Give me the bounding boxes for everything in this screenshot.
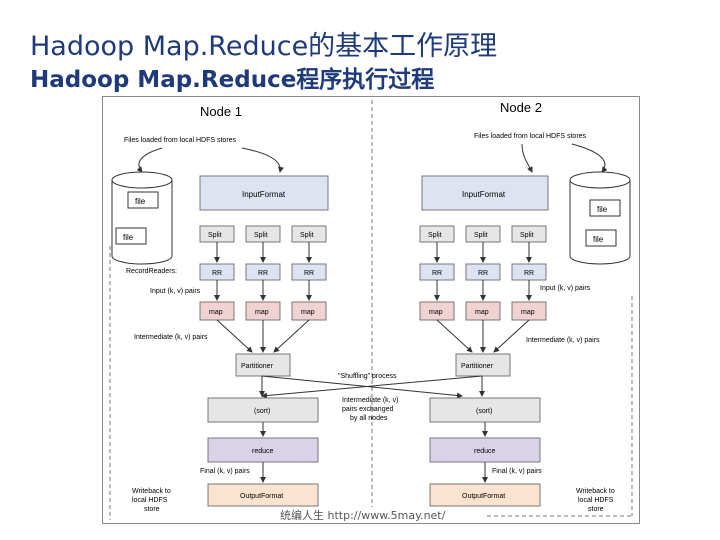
writeback-node1-3: store	[144, 506, 160, 513]
file-label-node2-a: file	[597, 205, 608, 214]
sort-label-node2: (sort)	[476, 408, 492, 415]
final-pairs-node1: Final (k, v) pairs	[200, 468, 250, 475]
map-label-node2-2: map	[475, 309, 489, 316]
exchange-label-2: pairs exchanged	[342, 406, 393, 413]
writeback-node1-2: local HDFS	[132, 497, 168, 504]
node1-label: Node 1	[200, 104, 242, 119]
writeback-node2-2: local HDFS	[578, 497, 614, 504]
file-label-node1-b: file	[123, 233, 134, 242]
slide-title: Hadoop Map.Reduce的基本工作原理	[30, 31, 498, 62]
watermark: 统编人生 http://www.5may.net/	[278, 507, 448, 523]
reduce-label-node1: reduce	[252, 448, 274, 455]
outputformat-node1	[207, 483, 319, 507]
map-label-node2-1: map	[429, 309, 443, 316]
split-label-node1-3: Split	[300, 232, 314, 239]
intermediate-pairs-node2: Intermediate (k, v) pairs	[526, 337, 600, 344]
outputformat-node2	[429, 483, 541, 507]
sort-node2	[429, 397, 541, 423]
rr-label-node1-1: RR	[212, 270, 222, 277]
reduce-label-node2: reduce	[474, 448, 496, 455]
exchange-label-3: by all nodes	[350, 415, 388, 422]
sort-label-node1: (sort)	[254, 408, 270, 415]
recordreaders-label: RecordReaders:	[126, 268, 177, 275]
sort-node1	[207, 397, 319, 423]
hdfs-store-node2	[569, 171, 631, 265]
node2-label: Node 2	[500, 100, 542, 115]
inputformat-node2	[421, 175, 549, 211]
files-loaded-node1: Files loaded from local HDFS stores	[124, 137, 237, 144]
rr-label-node2-1: RR	[432, 270, 442, 277]
split-label-node2-1: Split	[428, 232, 442, 239]
partitioner-label-node1: Partitioner	[241, 363, 274, 370]
final-pairs-node2: Final (k, v) pairs	[492, 468, 542, 475]
file-node1-b	[115, 227, 147, 245]
writeback-node2-1: Writeback to	[576, 488, 615, 495]
file-node1-a	[127, 191, 159, 209]
inputformat-label-node1: InputFormat	[242, 190, 286, 199]
rr-label-node2-2: RR	[478, 270, 488, 277]
files-loaded-node2: Files loaded from local HDFS stores	[474, 133, 587, 140]
hdfs-store-node1	[111, 171, 173, 265]
rr-label-node1-2: RR	[258, 270, 268, 277]
reduce-node2	[429, 437, 541, 463]
split-label-node2-3: Split	[520, 232, 534, 239]
input-pairs-node2: Input (k, v) pairs	[540, 285, 591, 292]
writeback-node2-3: store	[588, 506, 604, 513]
map-label-node1-2: map	[255, 309, 269, 316]
file-label-node1-a: file	[135, 197, 146, 206]
inputformat-label-node2: InputFormat	[462, 190, 506, 199]
outputformat-label-node2: OutputFormat	[462, 493, 505, 500]
slide-subtitle: Hadoop Map.Reduce程序执行过程	[30, 67, 435, 93]
partitioner-node2	[455, 353, 511, 377]
file-label-node2-b: file	[593, 235, 604, 244]
inputformat-node1	[199, 175, 329, 211]
split-label-node1-2: Split	[254, 232, 268, 239]
map-label-node1-3: map	[301, 309, 315, 316]
partitioner-label-node2: Partitioner	[461, 363, 494, 370]
map-label-node2-3: map	[521, 309, 535, 316]
outputformat-label-node1: OutputFormat	[240, 493, 283, 500]
rr-label-node2-3: RR	[524, 270, 534, 277]
reduce-node1	[207, 437, 319, 463]
intermediate-pairs-node1: Intermediate (k, v) pairs	[134, 334, 208, 341]
input-pairs-node1: Input (k, v) pairs	[150, 288, 201, 295]
exchange-label-1: Intermediate (k, v)	[342, 397, 398, 404]
file-node2-b	[585, 229, 617, 247]
split-label-node1-1: Split	[208, 232, 222, 239]
diagram-frame	[102, 96, 640, 524]
rr-label-node1-3: RR	[304, 270, 314, 277]
shuffling-label: "Shuffling" process	[338, 373, 397, 380]
file-node2-a	[589, 199, 621, 217]
split-label-node2-2: Split	[474, 232, 488, 239]
writeback-node1-1: Writeback to	[132, 488, 171, 495]
mapreduce-diagram: Node 1 Node 2 Files loaded from local HD…	[102, 96, 640, 524]
map-label-node1-1: map	[209, 309, 223, 316]
